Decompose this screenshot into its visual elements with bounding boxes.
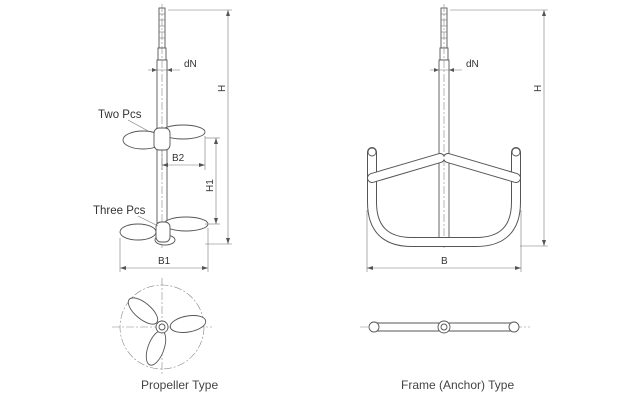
upper-impeller	[122, 124, 206, 151]
anchor-front-view: dN H B	[366, 4, 548, 272]
propeller-dn-dimension: dN	[148, 59, 197, 72]
propeller-h-label: H	[217, 85, 228, 92]
two-pcs-label: Two Pcs	[98, 109, 142, 121]
propeller-front-view: dN H H1 B2	[93, 4, 232, 272]
propeller-h1-label: H1	[205, 179, 216, 192]
propeller-h-dimension: H	[168, 9, 232, 245]
two-pcs-note: Two Pcs	[98, 109, 151, 133]
propeller-caption: Propeller Type	[141, 378, 218, 392]
anchor-b-label: B	[441, 256, 448, 267]
three-pcs-note: Three Pcs	[93, 205, 159, 227]
propeller-b1-dimension: B1	[119, 228, 209, 272]
anchor-h-label: H	[533, 85, 544, 92]
propeller-b2-dimension: B2	[161, 136, 206, 170]
propeller-dn-label: dN	[184, 59, 197, 70]
propeller-b1-label: B1	[158, 256, 171, 267]
anchor-dn-dimension: dN	[430, 59, 479, 72]
anchor-frame	[367, 147, 521, 247]
propeller-h1-dimension: H1	[205, 137, 220, 225]
anchor-dn-label: dN	[466, 59, 479, 70]
anchor-h-dimension: H	[450, 9, 548, 247]
anchor-b-dimension: B	[366, 210, 522, 272]
propeller-top-view	[112, 278, 212, 376]
propeller-b2-label: B2	[172, 153, 185, 164]
anchor-top-view	[360, 320, 530, 334]
anchor-caption: Frame (Anchor) Type	[401, 378, 514, 392]
three-pcs-label: Three Pcs	[93, 205, 146, 217]
